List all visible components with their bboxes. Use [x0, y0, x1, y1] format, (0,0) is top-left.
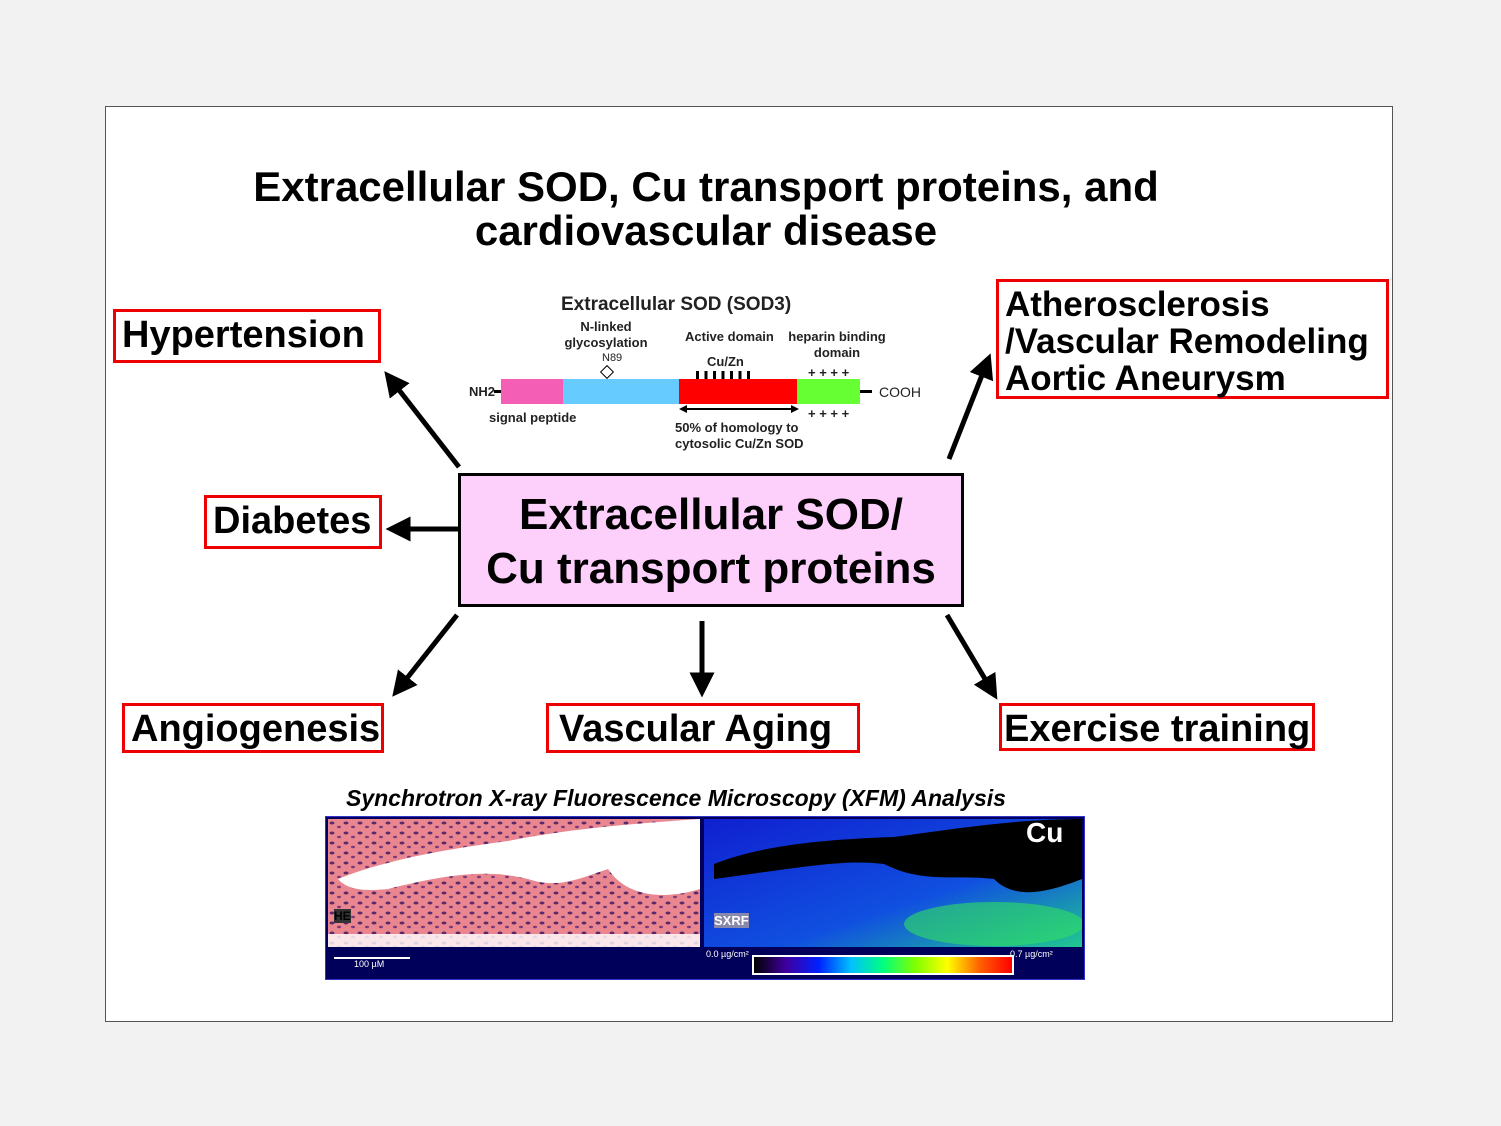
arrows	[384, 353, 998, 700]
homology-double-arrow	[679, 405, 799, 413]
xfm-title: Synchrotron X-ray Fluorescence Microscop…	[346, 785, 1006, 811]
box-exercise-training: Exercise training	[999, 703, 1315, 751]
scale-bar	[334, 957, 410, 959]
box-hypertension: Hypertension	[113, 309, 381, 363]
color-scale-bar	[752, 955, 1014, 975]
heparin-domain-segment	[797, 379, 860, 404]
slide-title: Extracellular SOD, Cu transport proteins…	[253, 163, 1159, 254]
center-box: Extracellular SOD/ Cu transport proteins	[458, 473, 964, 607]
arrow-hypertension	[384, 371, 461, 469]
he-stain-image	[328, 819, 700, 947]
slide: Extracellular SOD, Cu transport proteins…	[105, 106, 1393, 1022]
xfm-panel: HE 100 µM Cu SXRF 0.0 µg/cm² 0.7 µg/cm²	[325, 816, 1085, 980]
box-atherosclerosis: Atherosclerosis /Vascular Remodeling Aor…	[996, 279, 1389, 399]
box-diabetes: Diabetes	[204, 495, 382, 549]
sxrf-map-image	[704, 819, 1082, 947]
box-angiogenesis: Angiogenesis	[122, 703, 384, 753]
glycosylation-segment	[563, 379, 679, 404]
arrow-atherosclerosis	[946, 353, 994, 460]
box-vascular-aging: Vascular Aging	[546, 703, 860, 753]
signal-peptide-segment	[501, 379, 563, 404]
arrow-angiogenesis	[392, 613, 459, 697]
cuzn-ticks	[696, 371, 754, 379]
active-domain-segment	[679, 379, 797, 404]
arrow-exercise	[944, 613, 998, 700]
